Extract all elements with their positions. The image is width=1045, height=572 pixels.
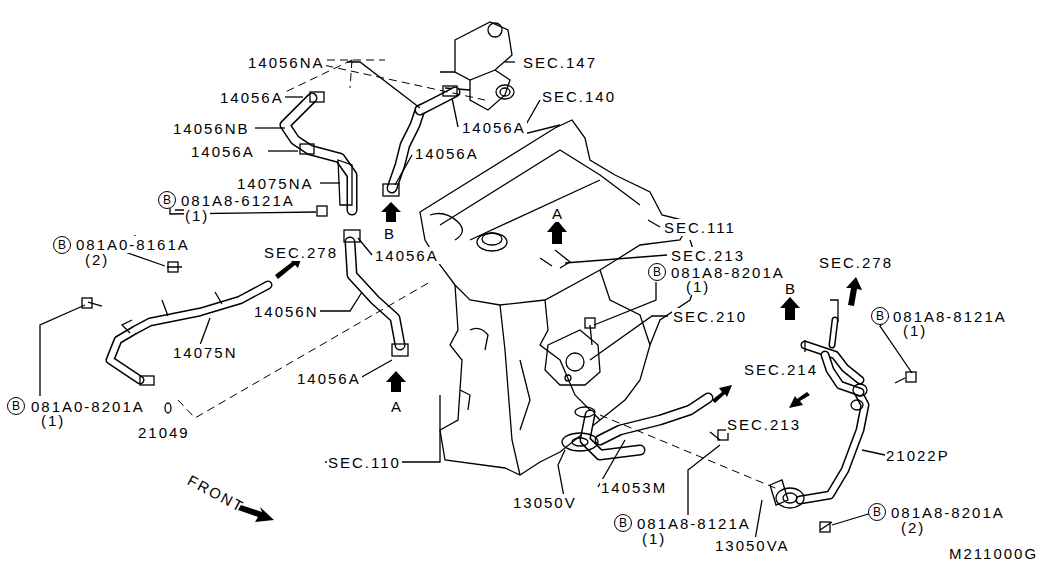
part-label: 14053M <box>600 479 668 496</box>
part-label: (2) <box>900 519 926 536</box>
part-label: 14075N <box>172 344 239 361</box>
part-label: (1) <box>685 278 711 295</box>
part-label: 14056A <box>219 89 285 106</box>
part-label: B <box>784 280 798 297</box>
part-label: 14056A <box>374 247 440 264</box>
part-label: 14056A <box>461 119 527 136</box>
part-label: (1) <box>902 322 928 339</box>
part-label: 14056A <box>414 145 480 162</box>
circled-bolt-symbol: B <box>158 191 176 209</box>
part-label: M211000G <box>948 545 1039 562</box>
part-label: SEC.214 <box>743 361 819 378</box>
part-label: SEC.278 <box>818 254 894 271</box>
bolt-symbol-letter: B <box>873 506 881 518</box>
part-label: 13050V <box>512 494 578 511</box>
part-label: SEC.147 <box>522 54 598 71</box>
bolt-symbol-letter: B <box>876 310 884 322</box>
part-label: B <box>383 225 397 242</box>
circled-bolt-symbol: B <box>868 503 886 521</box>
part-label: 14056A <box>296 370 362 387</box>
part-label: 14056N <box>253 303 320 320</box>
part-label: SEC.213 <box>726 416 802 433</box>
part-label: 14056NB <box>172 120 251 137</box>
bolt-symbol-letter: B <box>163 194 171 206</box>
part-label: SEC.278 <box>263 244 339 261</box>
part-label: (2) <box>84 251 110 268</box>
part-label: SEC.210 <box>672 308 748 325</box>
part-label: 14056NA <box>247 54 326 71</box>
part-label: 13050VA <box>714 537 791 554</box>
part-label: 14056A <box>190 143 256 160</box>
bolt-symbol-letter: B <box>653 266 661 278</box>
part-label: SEC.110 <box>327 454 402 471</box>
circled-bolt-symbol: B <box>7 397 25 415</box>
part-label: A <box>551 205 565 222</box>
bolt-symbol-letter: B <box>619 517 627 529</box>
circled-bolt-symbol: B <box>614 514 632 532</box>
part-label: A <box>390 398 404 415</box>
circled-bolt-symbol: B <box>648 263 666 281</box>
circled-bolt-symbol: B <box>53 236 71 254</box>
part-label: 21049 <box>137 424 191 441</box>
part-label: (1) <box>641 530 667 547</box>
part-label: (1) <box>184 207 210 224</box>
part-label: 21022P <box>885 447 951 464</box>
part-label: SEC.213 <box>670 247 746 264</box>
circled-bolt-symbol: B <box>871 307 889 325</box>
part-label: SEC.140 <box>541 88 617 105</box>
part-label: (1) <box>40 412 66 429</box>
part-label: FRONT <box>184 470 248 515</box>
bolt-symbol-letter: B <box>12 400 20 412</box>
part-label: 14075NA <box>236 175 315 192</box>
part-label: SEC.111 <box>663 219 737 236</box>
bolt-symbol-letter: B <box>58 239 66 251</box>
